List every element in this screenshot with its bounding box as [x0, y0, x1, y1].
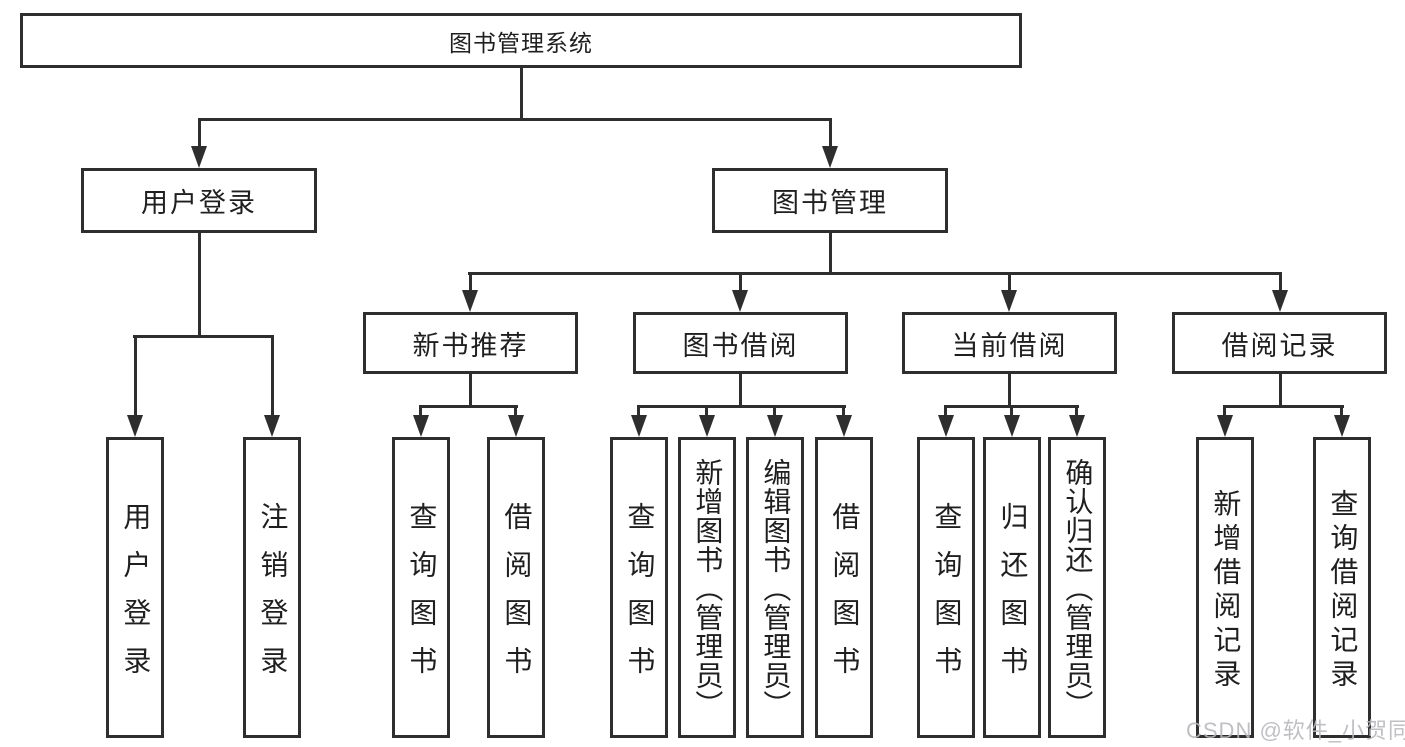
arrow-down-icon: [127, 415, 143, 437]
edge-record-stem: [1279, 374, 1282, 408]
node-book-borrow: 图书借阅: [633, 312, 848, 374]
leaf-user-login: 用户登录: [106, 437, 164, 738]
arrow-down-icon: [938, 415, 954, 437]
edge-book-mgmt-drop-1: [469, 272, 472, 294]
leaf-edit-book-admin: 编辑图书（管理员）: [746, 437, 804, 738]
edge-leaf-drop: [705, 405, 708, 419]
edge-user-login-drop-2: [271, 335, 274, 417]
edge-leaf-drop: [419, 405, 422, 419]
edge-book-mgmt-drop-4: [1279, 272, 1282, 294]
edge-leaf-drop: [514, 405, 517, 419]
node-current-borrow: 当前借阅: [902, 312, 1117, 374]
arrow-down-icon: [1001, 290, 1017, 312]
edge-user-login-bar: [133, 335, 274, 338]
node-book-management: 图书管理: [712, 168, 948, 233]
node-library-management-system: 图书管理系统: [20, 13, 1022, 68]
edge-book-mgmt-stem: [829, 233, 832, 275]
node-new-book-recommend: 新书推荐: [363, 312, 578, 374]
arrow-down-icon: [699, 415, 715, 437]
edge-current-stem: [1008, 374, 1011, 408]
edge-leaf-drop: [637, 405, 640, 419]
edge-leaf-drop: [1340, 405, 1343, 419]
leaf-borrow-book: 借阅图书: [815, 437, 873, 738]
edge-leaf-drop: [1075, 405, 1078, 419]
edge-leaf-drop: [842, 405, 845, 419]
edge-root-bar: [198, 118, 832, 121]
arrow-down-icon: [1217, 415, 1233, 437]
edge-leaf-drop: [944, 405, 947, 419]
leaf-query-book-recommend: 查询图书: [392, 437, 450, 738]
edge-recommend-stem: [469, 374, 472, 408]
edge-root-drop-right: [829, 118, 832, 152]
leaf-query-borrow-record: 查询借阅记录: [1313, 437, 1371, 738]
edge-book-mgmt-drop-3: [1008, 272, 1011, 294]
edge-recommend-bar: [419, 405, 518, 408]
node-user-login: 用户登录: [81, 168, 317, 233]
arrow-down-icon: [264, 415, 280, 437]
leaf-logout-login: 注销登录: [243, 437, 301, 738]
arrow-down-icon: [1334, 415, 1350, 437]
leaf-confirm-return-admin: 确认归还（管理员）: [1048, 437, 1106, 738]
edge-user-login-drop-1: [134, 335, 137, 417]
leaf-query-book-borrow: 查询图书: [610, 437, 668, 738]
csdn-watermark: CSDN @软件_小贺同学: [1186, 718, 1405, 743]
leaf-return-book: 归还图书: [983, 437, 1041, 738]
edge-leaf-drop: [773, 405, 776, 419]
edge-leaf-drop: [1010, 405, 1013, 419]
arrow-down-icon: [1004, 415, 1020, 437]
arrow-down-icon: [836, 415, 852, 437]
leaf-add-borrow-record: 新增借阅记录: [1196, 437, 1254, 738]
edge-borrow-stem: [739, 374, 742, 408]
edge-borrow-bar: [637, 405, 846, 408]
edge-user-login-stem: [198, 233, 201, 337]
arrow-down-icon: [1069, 415, 1085, 437]
arrow-down-icon: [732, 290, 748, 312]
edge-record-bar: [1223, 405, 1344, 408]
edge-book-mgmt-drop-2: [739, 272, 742, 294]
arrow-down-icon: [191, 146, 207, 168]
leaf-add-book-admin: 新增图书（管理员）: [678, 437, 736, 738]
edge-root-stem: [520, 68, 523, 121]
leaf-borrow-book-recommend: 借阅图书: [487, 437, 545, 738]
edge-leaf-drop: [1223, 405, 1226, 419]
leaf-query-book-current: 查询图书: [917, 437, 975, 738]
edge-root-drop-left: [198, 118, 201, 152]
edge-book-mgmt-bar: [468, 272, 1281, 275]
arrow-down-icon: [462, 290, 478, 312]
arrow-down-icon: [631, 415, 647, 437]
arrow-down-icon: [767, 415, 783, 437]
arrow-down-icon: [508, 415, 524, 437]
arrow-down-icon: [1272, 290, 1288, 312]
arrow-down-icon: [822, 146, 838, 168]
node-borrow-record: 借阅记录: [1172, 312, 1387, 374]
arrow-down-icon: [413, 415, 429, 437]
